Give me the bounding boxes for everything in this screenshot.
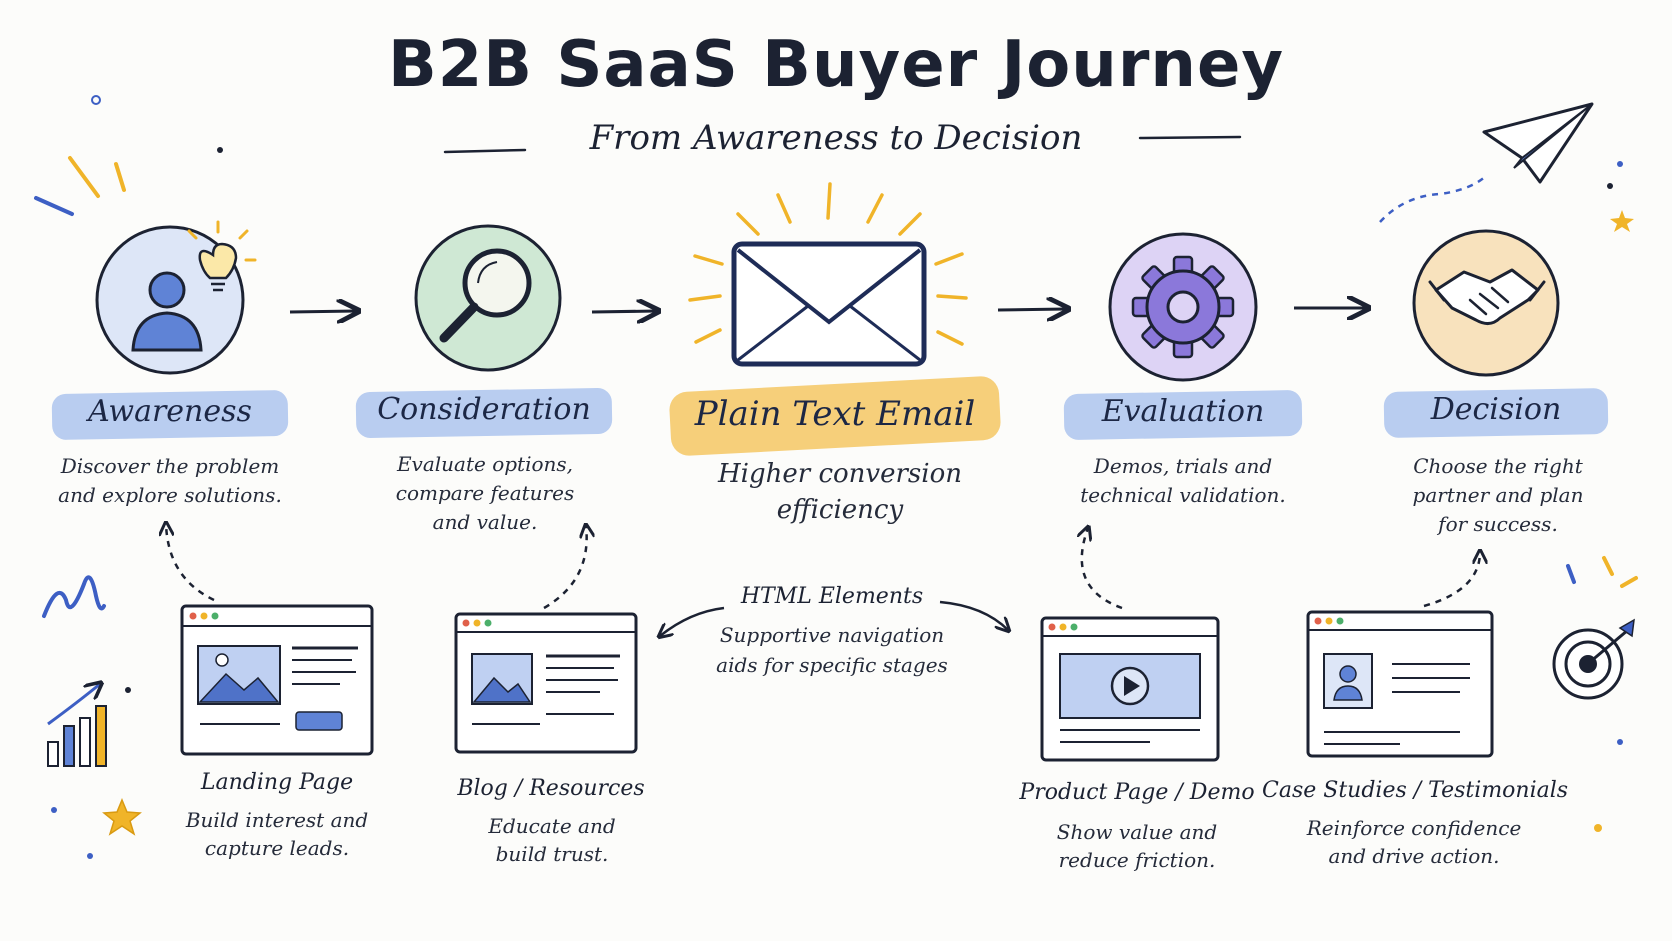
awareness-person-icon <box>95 225 245 375</box>
magnifier-icon <box>414 224 562 372</box>
connector-blog-consideration <box>543 526 587 610</box>
star-icon <box>102 798 142 836</box>
subtitle-rule-left <box>443 148 527 154</box>
stage-label-awareness: Awareness <box>88 394 252 429</box>
html-note-title: HTML Elements <box>740 584 924 609</box>
connector-demo-evaluation <box>1082 528 1123 610</box>
squiggle-icon <box>42 575 106 618</box>
consideration-highlight <box>355 388 613 438</box>
landing-page-mockup <box>180 604 374 756</box>
connector-landing-awareness <box>166 524 215 602</box>
target-icon <box>1552 618 1635 700</box>
stage-desc-consideration: Evaluate options, compare features and v… <box>395 452 575 534</box>
stage-desc-awareness: Discover the problem and explore solutio… <box>58 454 282 507</box>
page-desc-landing: Build interest and capture leads. <box>185 808 369 860</box>
blog-mockup <box>454 612 638 754</box>
case-study-mockup <box>1306 610 1494 758</box>
dots <box>51 95 1623 859</box>
arrow-awareness-consideration <box>289 311 356 312</box>
page-title-landing: Landing Page <box>200 770 354 795</box>
subtitle-rule-right <box>1138 135 1242 140</box>
arrow-email-evaluation <box>997 309 1066 310</box>
stage-label-email: Plain Text Email <box>694 394 976 434</box>
stage-label-consideration: Consideration <box>377 392 591 427</box>
gear-icon <box>1108 232 1258 382</box>
stage-label-evaluation: Evaluation <box>1101 394 1265 429</box>
stage-desc-email: Higher conversion efficiency <box>718 459 962 525</box>
connector-case-decision <box>1423 552 1480 608</box>
stage-label-decision: Decision <box>1430 392 1562 427</box>
note-arrow-left <box>660 606 725 636</box>
stage-desc-decision: Choose the right partner and plan for su… <box>1412 454 1584 536</box>
page-subtitle: From Awareness to Decision <box>589 118 1083 158</box>
product-demo-mockup <box>1040 616 1220 762</box>
lightbulb-icon <box>187 220 257 292</box>
arrow-consideration-email <box>591 311 656 312</box>
page-title-case-studies: Case Studies / Testimonials <box>1262 778 1569 803</box>
page-desc-case-studies: Reinforce confidence and drive action. <box>1306 816 1522 868</box>
email-highlight <box>669 376 1001 456</box>
page-title-blog: Blog / Resources <box>457 776 645 801</box>
page-title-product: Product Page / Demo <box>1019 780 1255 805</box>
decision-highlight <box>1383 388 1609 438</box>
note-arrow-right <box>939 600 1008 630</box>
page-desc-product: Show value and reduce friction. <box>1056 820 1218 872</box>
page-title: B2B SaaS Buyer Journey <box>387 28 1285 102</box>
spark-lines <box>34 156 1638 588</box>
paper-plane-icon <box>1379 102 1594 223</box>
awareness-highlight <box>51 390 289 440</box>
star-icon-small <box>1610 210 1634 232</box>
stage-desc-evaluation: Demos, trials and technical validation. <box>1080 454 1286 507</box>
html-note-desc: Supportive navigation aids for specific … <box>716 623 948 677</box>
evaluation-highlight <box>1063 390 1303 440</box>
handshake-icon <box>1412 229 1560 377</box>
email-burst-icon <box>688 182 968 346</box>
envelope-icon <box>731 241 927 367</box>
bar-chart-icon <box>47 684 107 767</box>
page-desc-blog: Educate and build trust. <box>488 814 616 866</box>
